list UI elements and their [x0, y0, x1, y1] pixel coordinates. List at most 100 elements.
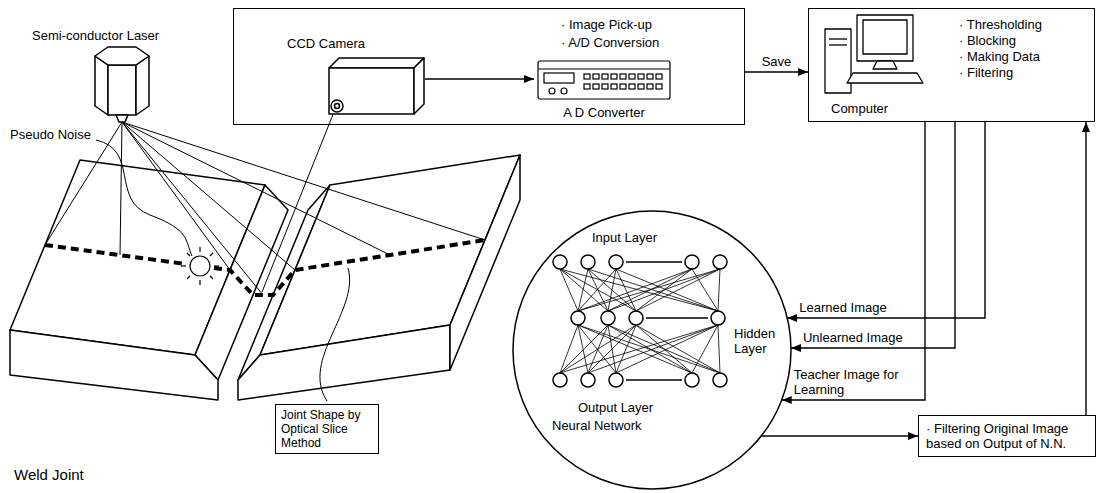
- converter-key: [611, 74, 617, 79]
- converter-key: [584, 84, 590, 89]
- noise-ray: [181, 265, 186, 266]
- synapse-line: [718, 269, 720, 311]
- monitor-stand: [873, 61, 897, 69]
- noise-spot: [190, 256, 210, 276]
- synapse-line: [560, 325, 578, 373]
- synapse-line: [616, 325, 718, 373]
- neuron: [581, 255, 595, 269]
- ellipsis-dash: [626, 261, 682, 263]
- converter-knob: [549, 88, 555, 94]
- synapse-line: [560, 269, 718, 311]
- laser-beam: [122, 122, 263, 295]
- neuron: [685, 373, 699, 387]
- camera-front: [329, 68, 414, 114]
- converter-key: [593, 84, 599, 89]
- computer-box: Computer· Thresholding· Blocking· Making…: [808, 8, 1095, 122]
- monitor-screen: [863, 20, 907, 54]
- ellipsis-dash: [626, 379, 682, 381]
- process-item: · Filtering: [959, 65, 1013, 80]
- laser-beam: [122, 122, 390, 255]
- ccd-camera: CCD Camera: [279, 36, 425, 121]
- tower-slot: [829, 44, 847, 45]
- tower-slot: [829, 38, 847, 39]
- synapse-line: [588, 325, 718, 373]
- neuron: [711, 311, 725, 325]
- connector-arrow: [791, 122, 955, 348]
- network-outline: [513, 211, 791, 489]
- converter-key: [629, 74, 635, 79]
- synapse-line: [578, 269, 720, 311]
- converter-key: [629, 84, 635, 89]
- laser-side: [95, 56, 108, 115]
- converter-key: [656, 84, 662, 89]
- device-label: A D Converter: [534, 105, 674, 120]
- synapse-line: [616, 269, 636, 311]
- laser-side: [108, 65, 136, 115]
- laser-nozzle: [116, 115, 128, 122]
- synapse-line: [578, 325, 692, 373]
- noise-ray: [187, 253, 190, 256]
- converter-key: [611, 84, 617, 89]
- process-box: · Filtering Original Image based on Outp…: [918, 415, 1096, 457]
- connector-arrow: [1085, 122, 1086, 415]
- camera-lens: [335, 104, 340, 109]
- neuron: [601, 311, 615, 325]
- connector-arrow: [782, 122, 925, 400]
- converter-key: [638, 84, 644, 89]
- edge-label: Unlearned Image: [801, 330, 905, 345]
- synapse-line: [616, 325, 636, 373]
- connector-arrow: [745, 71, 808, 72]
- layer-label: Output Layer: [578, 400, 653, 415]
- plate-front: [238, 325, 450, 400]
- synapse-line: [560, 325, 718, 373]
- synapse-line: [718, 325, 720, 373]
- converter-key: [620, 74, 626, 79]
- converter-key: [620, 84, 626, 89]
- callout-box: Joint Shape by Optical Slice Method: [275, 404, 379, 454]
- neuron: [685, 255, 699, 269]
- neuron: [553, 373, 567, 387]
- synapse-line: [578, 269, 588, 311]
- converter-key: [593, 74, 599, 79]
- synapse-line: [608, 269, 720, 311]
- converter-knob: [561, 88, 567, 94]
- synapse-line: [692, 325, 718, 373]
- noise-ray: [210, 253, 213, 256]
- synapse-line: [560, 269, 578, 311]
- noise-ray: [210, 276, 213, 279]
- synapse-line: [636, 325, 720, 373]
- converter-key: [656, 74, 662, 79]
- camera-lens: [331, 100, 343, 112]
- function-item: · A/D Conversion: [561, 35, 659, 50]
- device-label: CCD Camera: [287, 36, 365, 51]
- camera-top: [329, 58, 424, 68]
- edge-label: Save: [760, 54, 794, 69]
- camera-side: [414, 58, 424, 114]
- leader-line: [320, 268, 350, 401]
- neural-network: Input LayerHidden LayerOutput LayerNeura…: [512, 210, 792, 490]
- synapse-line: [608, 325, 692, 373]
- connector-arrow: [761, 435, 918, 436]
- converter-trim: [538, 68, 670, 69]
- neuron: [629, 311, 643, 325]
- plate-front: [10, 330, 218, 400]
- neuron: [713, 255, 727, 269]
- synapse-line: [578, 269, 616, 311]
- laser-top: [95, 47, 149, 65]
- process-item: · Blocking: [959, 33, 1016, 48]
- noise-ray: [199, 280, 200, 285]
- computer-monitor: [857, 15, 913, 61]
- converter-key: [584, 74, 590, 79]
- box-text: · Filtering Original Image based on Outp…: [926, 421, 1088, 451]
- computer-keyboard: [847, 73, 923, 83]
- plate-side: [450, 155, 520, 370]
- ad-converter: A D Converter: [534, 57, 678, 123]
- connector-arrow: [425, 78, 534, 79]
- synapse-line: [578, 325, 720, 373]
- noise-ray: [199, 247, 200, 252]
- converter-case: [538, 61, 670, 99]
- synapse-line: [578, 269, 692, 311]
- neuron: [609, 255, 623, 269]
- function-item: · Image Pick-up: [561, 17, 652, 32]
